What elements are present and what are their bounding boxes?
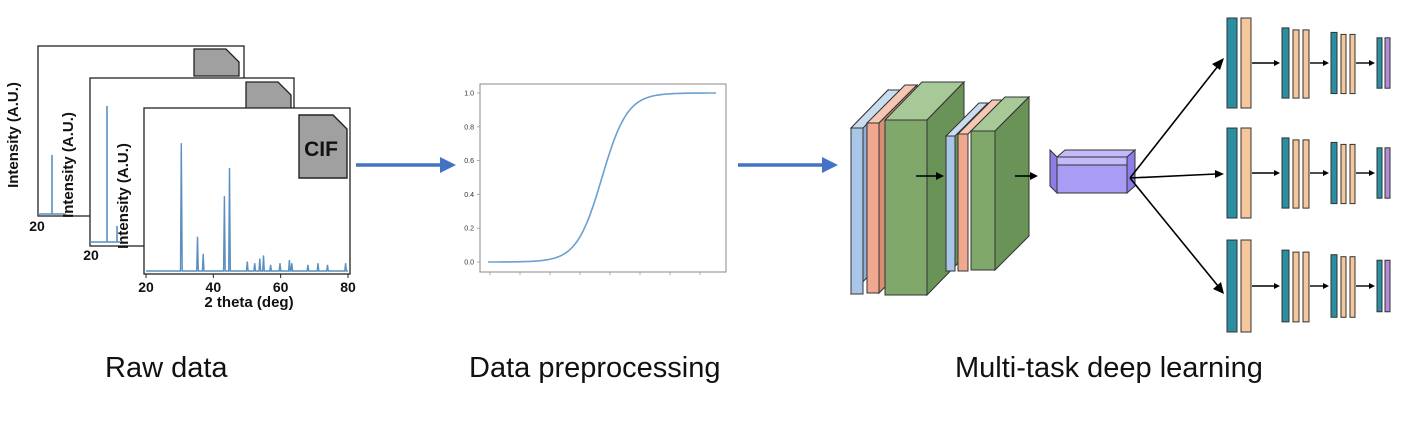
diffraction-peaks — [146, 143, 348, 272]
dense-layer-peach — [1240, 239, 1252, 333]
conv-layer-blue-2 — [945, 135, 956, 272]
task-head-3 — [1226, 239, 1391, 333]
x-tick-label: 80 — [340, 279, 356, 295]
dense-layer-peach — [1340, 256, 1347, 318]
output-layer — [1384, 37, 1391, 89]
dense-layer-peach — [1292, 251, 1300, 323]
output-layer — [1384, 147, 1391, 199]
y-tick-label: 0.6 — [464, 158, 474, 165]
arrow-preprocessing-to-model — [738, 157, 838, 173]
task-head-1 — [1226, 17, 1391, 109]
dense-layer-teal — [1376, 147, 1383, 199]
y-tick-label: 0.8 — [464, 124, 474, 131]
conv-block-2 — [944, 95, 1031, 272]
x-axis-label: 2 theta (deg) — [204, 294, 293, 311]
dense-layer-peach — [1340, 143, 1347, 205]
preprocessing-plot-frame — [479, 83, 727, 273]
head-arrowhead — [1369, 60, 1375, 66]
dense-layer-teal — [1281, 27, 1290, 99]
cif-file-icon — [298, 114, 348, 179]
preprocessing-y-ticks: 0.0 0.2 0.4 0.6 0.8 1.0 — [464, 91, 480, 267]
x-tick-middle: 20 — [83, 247, 99, 263]
task-heads — [1226, 17, 1391, 333]
dense-layer-peach — [1240, 127, 1252, 219]
arrow-conv1-to-conv2 — [916, 172, 944, 180]
dense-layer-peach — [1292, 139, 1300, 209]
head-arrowhead — [1274, 283, 1280, 289]
y-tick-label: 0.0 — [464, 260, 474, 267]
head-arrowhead — [1323, 60, 1329, 66]
dense-layer-peach — [1302, 139, 1310, 209]
spectrum-trace — [146, 143, 348, 272]
head-arrowhead — [1369, 283, 1375, 289]
output-layer — [1384, 259, 1391, 313]
head-arrowhead — [1323, 283, 1329, 289]
conv-layer-green — [884, 119, 928, 296]
x-tick-label: 60 — [273, 279, 289, 295]
y-axis-label: Intensity (A.U.) — [115, 143, 132, 249]
dense-layer-teal — [1376, 259, 1383, 313]
y-axis-label-middle: Intensity (A.U.) — [60, 112, 77, 218]
head-arrowhead — [1369, 170, 1375, 176]
dense-layer-teal — [1226, 127, 1238, 219]
dense-layer-teal — [1281, 249, 1290, 323]
dense-layer-teal — [1330, 141, 1338, 205]
cif-file-icon-back — [193, 48, 240, 77]
dense-layer-teal — [1376, 37, 1383, 89]
bottleneck-block — [1049, 148, 1137, 195]
network-diagram — [849, 17, 1391, 333]
branch-arrows — [1129, 65, 1219, 287]
dense-layer-peach — [1349, 33, 1356, 95]
dense-layer-teal — [1281, 137, 1290, 209]
head-arrowhead — [1323, 170, 1329, 176]
arrow-raw-to-preprocessing — [356, 157, 456, 173]
dense-layer-teal — [1330, 31, 1338, 95]
dense-layer-peach — [1349, 143, 1356, 205]
preprocessing-x-ticks — [489, 272, 701, 275]
y-axis-label-back: Intensity (A.U.) — [5, 82, 22, 188]
x-tick-label: 20 — [138, 279, 154, 295]
dense-layer-peach — [1349, 256, 1356, 318]
x-axis-ticks: 20 40 60 80 — [138, 274, 356, 295]
conv-layer-orange-2 — [957, 133, 969, 272]
conv-layer-orange — [866, 122, 880, 294]
y-tick-label: 0.2 — [464, 226, 474, 233]
x-tick-back: 20 — [29, 218, 45, 234]
arrow-conv2-to-bottleneck — [1015, 172, 1038, 180]
spectrum-sheet-front: CIF 20 40 60 80 Intensity (A.U.) 2 theta (d… — [115, 107, 356, 311]
caption-data-preprocessing: Data preprocessing — [469, 352, 721, 384]
dense-layer-peach — [1240, 17, 1252, 109]
y-tick-label: 0.4 — [464, 192, 474, 199]
dense-layer-peach — [1340, 33, 1347, 95]
task-head-2 — [1226, 127, 1391, 219]
cif-file-icon-middle — [245, 81, 292, 110]
conv-layer-green-2 — [970, 130, 996, 271]
head-arrowhead — [1274, 60, 1280, 66]
cif-label: CIF — [304, 138, 338, 161]
dense-layer-teal — [1226, 17, 1238, 109]
conv-layer-blue — [850, 127, 864, 295]
head-arrowhead — [1274, 170, 1280, 176]
x-tick-label: 40 — [206, 279, 222, 295]
caption-multi-task-deep-learning: Multi-task deep learning — [955, 352, 1263, 384]
dense-layer-peach — [1302, 29, 1310, 99]
preprocessing-panel: 0.0 0.2 0.4 0.6 0.8 1.0 — [464, 83, 727, 275]
sigmoid-curve — [488, 92, 716, 263]
caption-raw-data: Raw data — [105, 352, 228, 384]
dense-layer-teal — [1330, 254, 1338, 318]
raw-data-panel: Intensity (A.U.) 20 Intensity (A.U.) 20 … — [5, 45, 356, 311]
dense-layer-teal — [1226, 239, 1238, 333]
dense-layer-peach — [1302, 251, 1310, 323]
y-tick-label: 1.0 — [464, 91, 474, 98]
dense-layer-peach — [1292, 29, 1300, 99]
branch-arrowheads — [1212, 58, 1224, 294]
